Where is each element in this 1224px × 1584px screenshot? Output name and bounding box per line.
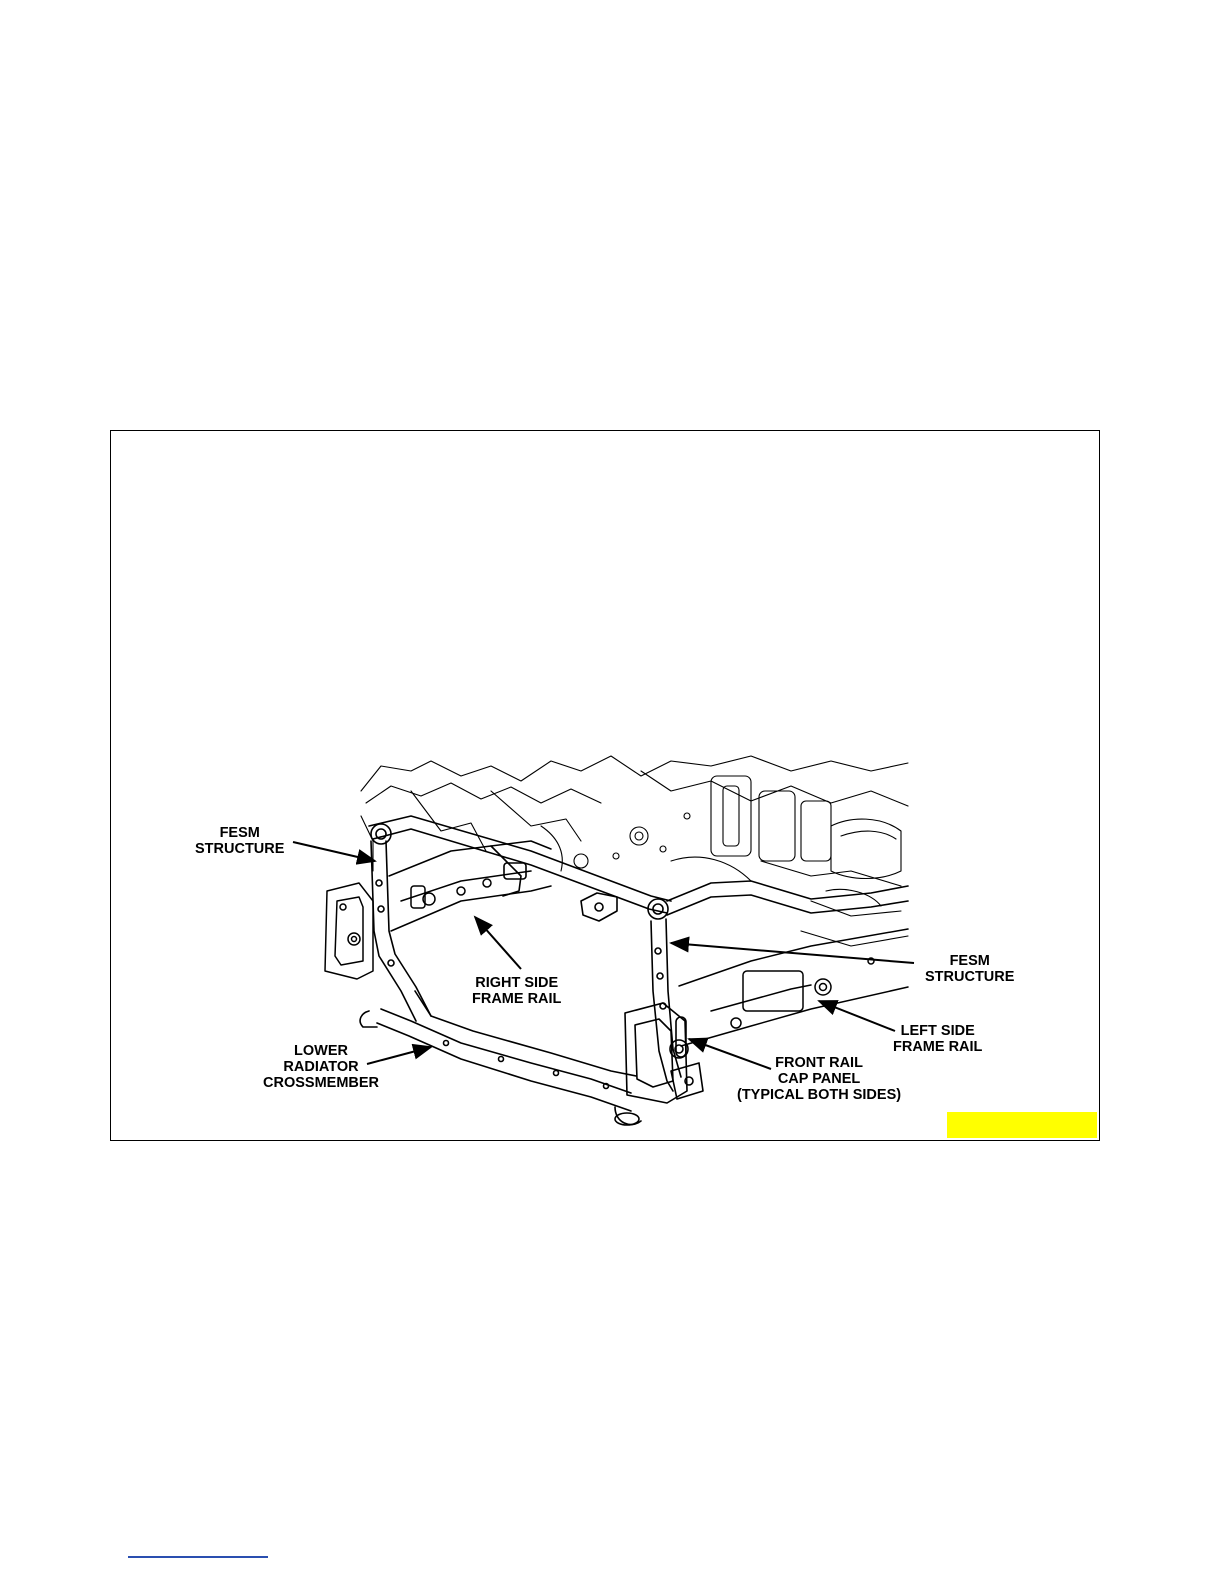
right-fesm-post xyxy=(371,841,431,1021)
callout-fesm-structure-left: FESM STRUCTURE xyxy=(925,953,1014,985)
left-cap-panel xyxy=(625,1003,703,1103)
callout-left-side-frame-rail: LEFT SIDE FRAME RAIL xyxy=(893,1023,982,1055)
footer-link-underline[interactable] xyxy=(128,1556,268,1558)
engine-bay-detail xyxy=(361,756,908,946)
callout-right-side-frame-rail: RIGHT SIDE FRAME RAIL xyxy=(472,975,561,1007)
figure-id-highlight xyxy=(947,1112,1097,1138)
leader-fesm-left xyxy=(671,943,914,963)
right-cap-panel xyxy=(325,883,373,979)
leader-right-rail xyxy=(475,917,521,969)
callout-front-rail-cap-panel: FRONT RAIL CAP PANEL (TYPICAL BOTH SIDES… xyxy=(737,1055,901,1103)
callout-fesm-structure-right: FESM STRUCTURE xyxy=(195,825,284,857)
callout-lower-radiator-crossmember: LOWER RADIATOR CROSSMEMBER xyxy=(263,1043,379,1091)
leader-left-rail xyxy=(819,1001,895,1031)
figure-frame: FESM STRUCTURE RIGHT SIDE FRAME RAIL LOW… xyxy=(110,430,1100,1141)
right-side-frame-rail xyxy=(389,841,551,931)
lower-radiator-crossmember xyxy=(360,991,641,1125)
leader-fesm-right xyxy=(293,842,375,861)
